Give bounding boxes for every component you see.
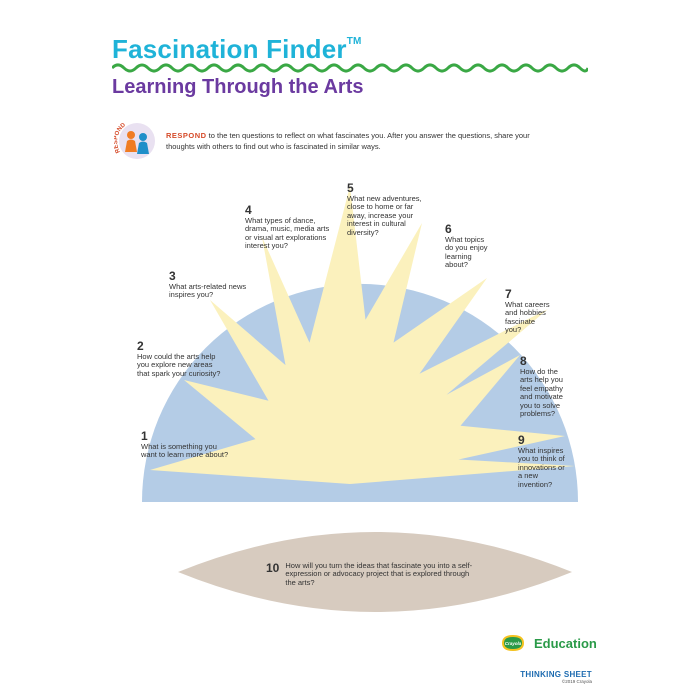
question-3: 3 What arts-related news inspires you?: [169, 270, 257, 300]
page-subtitle: Learning Through the Arts: [112, 76, 364, 98]
question-text: What inspires you to think of innovation…: [518, 446, 565, 489]
crayola-education-logo: Crayola Education: [500, 634, 597, 652]
ground-oval: [178, 532, 572, 612]
question-4: 4 What types of dance, drama, music, med…: [245, 204, 337, 251]
question-text: How will you turn the ideas that fascina…: [285, 561, 473, 587]
question-10: 10 How will you turn the ideas that fasc…: [266, 561, 475, 587]
respond-keyword: RESPOND: [166, 130, 207, 140]
respond-icon: RESPOND: [114, 122, 155, 159]
question-number: 6: [445, 222, 452, 236]
question-text: What arts-related news inspires you?: [169, 282, 247, 300]
wavy-divider: [112, 63, 588, 73]
sheet-footer: THINKING SHEET ©2019 Crayola: [520, 670, 592, 684]
question-number: 7: [505, 287, 512, 301]
question-text: What is something you want to learn more…: [141, 442, 229, 460]
sun-rays: [150, 186, 575, 484]
question-6: 6 What topics do you enjoy learning abou…: [445, 223, 493, 270]
question-7: 7 What careers and hobbies fascinate you…: [505, 288, 551, 335]
question-5: 5 What new adventures, close to home or …: [347, 182, 431, 237]
question-2: 2 How could the arts help you explore ne…: [137, 340, 225, 378]
question-9: 9 What inspires you to think of innovati…: [518, 434, 570, 489]
trademark-mark: TM: [346, 36, 362, 47]
thinking-sheet-label: THINKING SHEET: [520, 670, 592, 679]
question-number: 2: [137, 339, 144, 353]
svg-text:Crayola: Crayola: [505, 641, 522, 646]
question-number: 10: [266, 561, 280, 575]
question-number: 5: [347, 181, 354, 195]
education-label: Education: [534, 635, 597, 651]
question-text: What topics do you enjoy learning about?: [445, 235, 488, 270]
copyright-notice: ©2019 Crayola: [561, 679, 592, 684]
question-8: 8 How do the arts help you feel empathy …: [520, 355, 572, 418]
intro-body: to the ten questions to reflect on what …: [166, 130, 530, 152]
question-number: 3: [169, 269, 176, 283]
page-title: Fascination FinderTM: [112, 34, 362, 65]
question-text: What types of dance, drama, music, media…: [245, 216, 330, 251]
question-text: How could the arts help you explore new …: [137, 352, 221, 378]
title-text: Fascination Finder: [112, 34, 347, 64]
question-text: What careers and hobbies fascinate you?: [505, 300, 550, 335]
question-1: 1 What is something you want to learn mo…: [141, 430, 233, 460]
question-number: 8: [520, 354, 527, 368]
question-number: 1: [141, 429, 148, 443]
question-text: How do the arts help you feel empathy an…: [520, 367, 563, 419]
question-number: 4: [245, 203, 252, 217]
question-number: 9: [518, 433, 525, 447]
crayola-logo-icon: Crayola: [502, 635, 524, 651]
intro-text: RESPOND to the ten questions to reflect …: [166, 130, 556, 153]
question-text: What new adventures, close to home or fa…: [347, 194, 422, 237]
